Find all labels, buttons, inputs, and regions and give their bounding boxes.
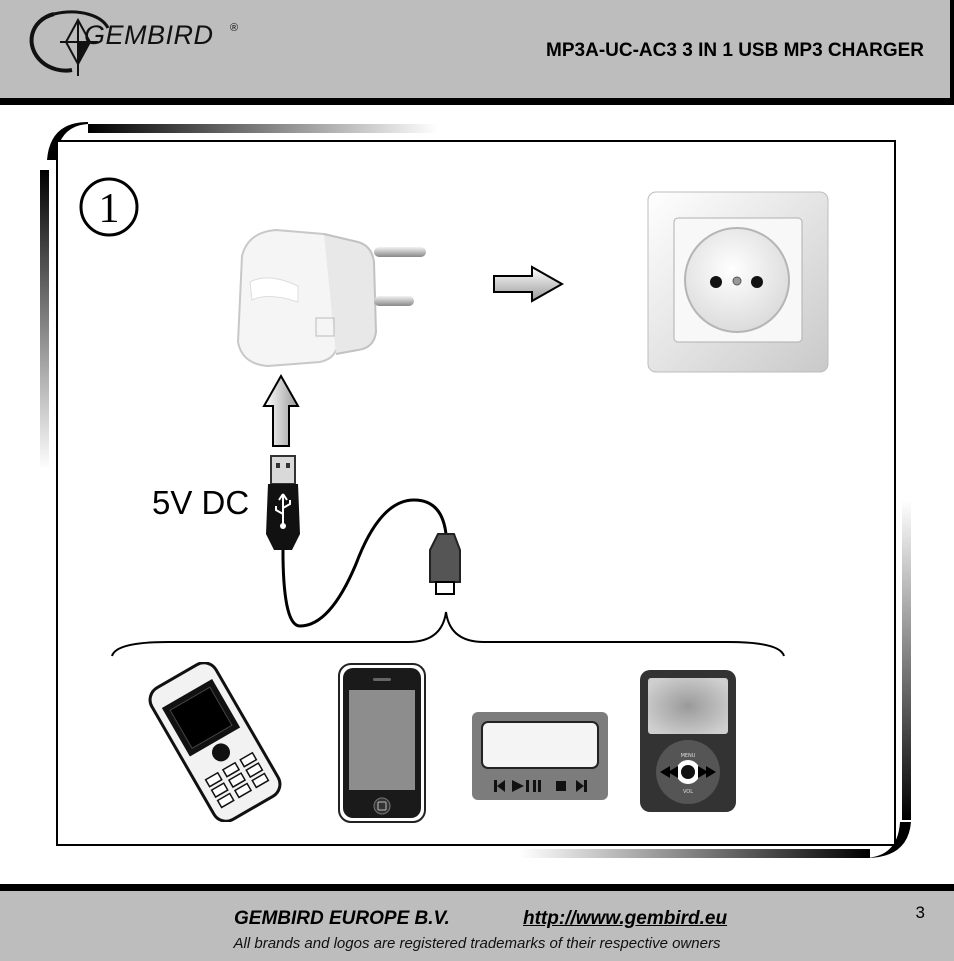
arrow-up-icon (261, 374, 301, 448)
trademark-note: All brands and logos are registered trad… (0, 935, 954, 952)
player-menu-label: MENU (681, 753, 696, 759)
website-link[interactable]: http://www.gembird.eu (523, 908, 727, 930)
mobile-phone-icon (130, 662, 300, 822)
smartphone-icon (337, 662, 427, 824)
arrow-right-icon (492, 264, 566, 304)
media-player-icon: MENU VOL (638, 668, 738, 814)
mp3-player-icon (470, 710, 610, 802)
player-vol-label: VOL (683, 789, 693, 795)
page-number: 3 (916, 903, 925, 923)
usb-charger-icon (228, 222, 428, 372)
step-number-badge: 1 (78, 176, 140, 238)
voltage-label: 5V DC (152, 484, 249, 522)
company-name: GEMBIRD EUROPE B.V. (234, 908, 450, 930)
wall-socket-icon (646, 190, 832, 376)
step-number: 1 (99, 186, 120, 232)
device-brace (108, 608, 792, 658)
page-footer: GEMBIRD EUROPE B.V. http://www.gembird.e… (0, 884, 954, 961)
